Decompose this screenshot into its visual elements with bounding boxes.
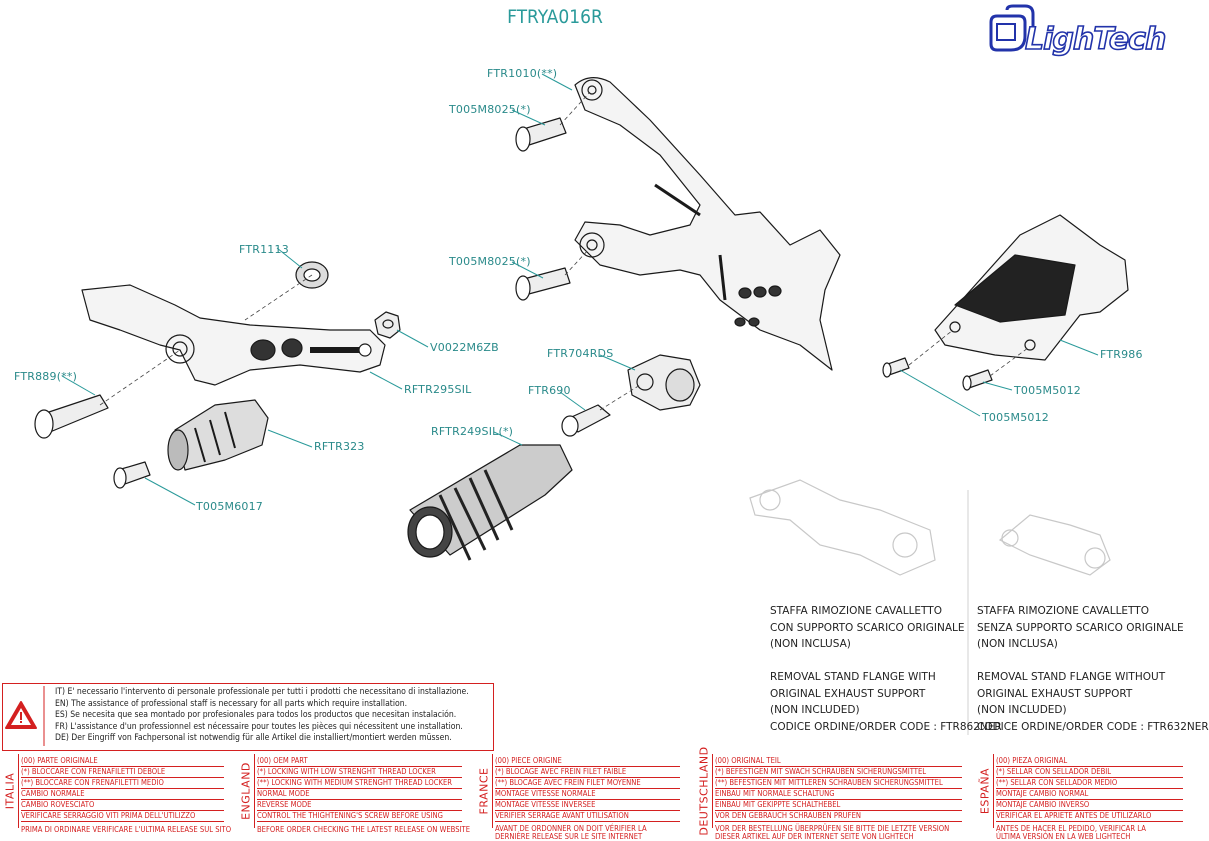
part-label-t005m6017: T005M6017 [196, 500, 263, 513]
legend-deutschland: DEUTSCHLAND (00) ORIGINAL TEIL (*) BEFES… [696, 746, 964, 841]
warning-text: IT) E' necessario l'intervento di person… [55, 687, 469, 744]
brand-name: LighTech [1024, 21, 1167, 58]
part-label-rftr249sil: RFTR249SIL(*) [431, 425, 514, 438]
brand-logo: LighTech [985, 4, 1167, 58]
leader-lines [61, 73, 1099, 506]
bushing-part [561, 404, 611, 437]
heel-plate-part [574, 77, 841, 371]
part-label-t005m8025-top: T005M8025(*) [449, 103, 531, 116]
lightech-logo-icon [989, 4, 1035, 52]
axis-lines [99, 91, 1029, 411]
rider-footpeg-part [407, 444, 573, 561]
screw-part [515, 117, 571, 301]
part-label-ftr986: FTR986 [1100, 348, 1143, 361]
part-label-ftr690: FTR690 [528, 384, 571, 397]
part-label-t005m5012-a: T005M5012 [1014, 384, 1081, 397]
legend-england: ENGLAND (00) OEM PART (*) LOCKING WITH L… [239, 754, 471, 834]
guard-screw-part [882, 357, 993, 391]
legend-italia: ITALIA (00) PARTE ORIGINALE (*) BLOCCARE… [3, 754, 232, 834]
part-label-rftr295sil: RFTR295SIL [404, 383, 472, 396]
part-label-ftr1010: FTR1010(**) [487, 67, 558, 80]
nut-part [374, 311, 401, 339]
part-label-v0022m6zb: V0022M6ZB [430, 341, 499, 354]
footpeg-bracket-part [627, 354, 701, 411]
shift-lever-part [81, 284, 386, 386]
optional-flange-drawings [749, 479, 1111, 576]
shift-peg-part [167, 399, 269, 471]
warning-triangle-icon [5, 701, 37, 729]
part-label-t005m8025-mid: T005M8025(*) [449, 255, 531, 268]
part-label-ftr889: FTR889(**) [14, 370, 78, 383]
pivot-bolt-part [34, 394, 109, 439]
part-label-ftr704rds: FTR704RDS [547, 347, 614, 360]
installation-warning-box: IT) E' necessario l'intervento di person… [2, 683, 494, 751]
heel-guard-part [934, 214, 1129, 361]
part-label-ftr1113: FTR1113 [239, 243, 289, 256]
part-label-rftr323: RFTR323 [314, 440, 365, 453]
exploded-view-drawing [5, 73, 1129, 746]
legend-espana: ESPAÑA (00) PIEZA ORIGINAL (*) SELLAR CO… [977, 754, 1185, 841]
part-label-t005m5012-b: T005M5012 [982, 411, 1049, 424]
legend-france: FRANCE (00) PIECE ORIGINE (*) BLOCAGE AV… [476, 754, 682, 841]
flange-note-without-support: STAFFA RIMOZIONE CAVALLETTO SENZA SUPPOR… [977, 605, 1209, 733]
peg-screw-part [113, 461, 151, 489]
drawing-title: FTRYA016R [507, 6, 603, 28]
flange-note-with-support: STAFFA RIMOZIONE CAVALLETTO CON SUPPORTO… [770, 605, 1002, 733]
